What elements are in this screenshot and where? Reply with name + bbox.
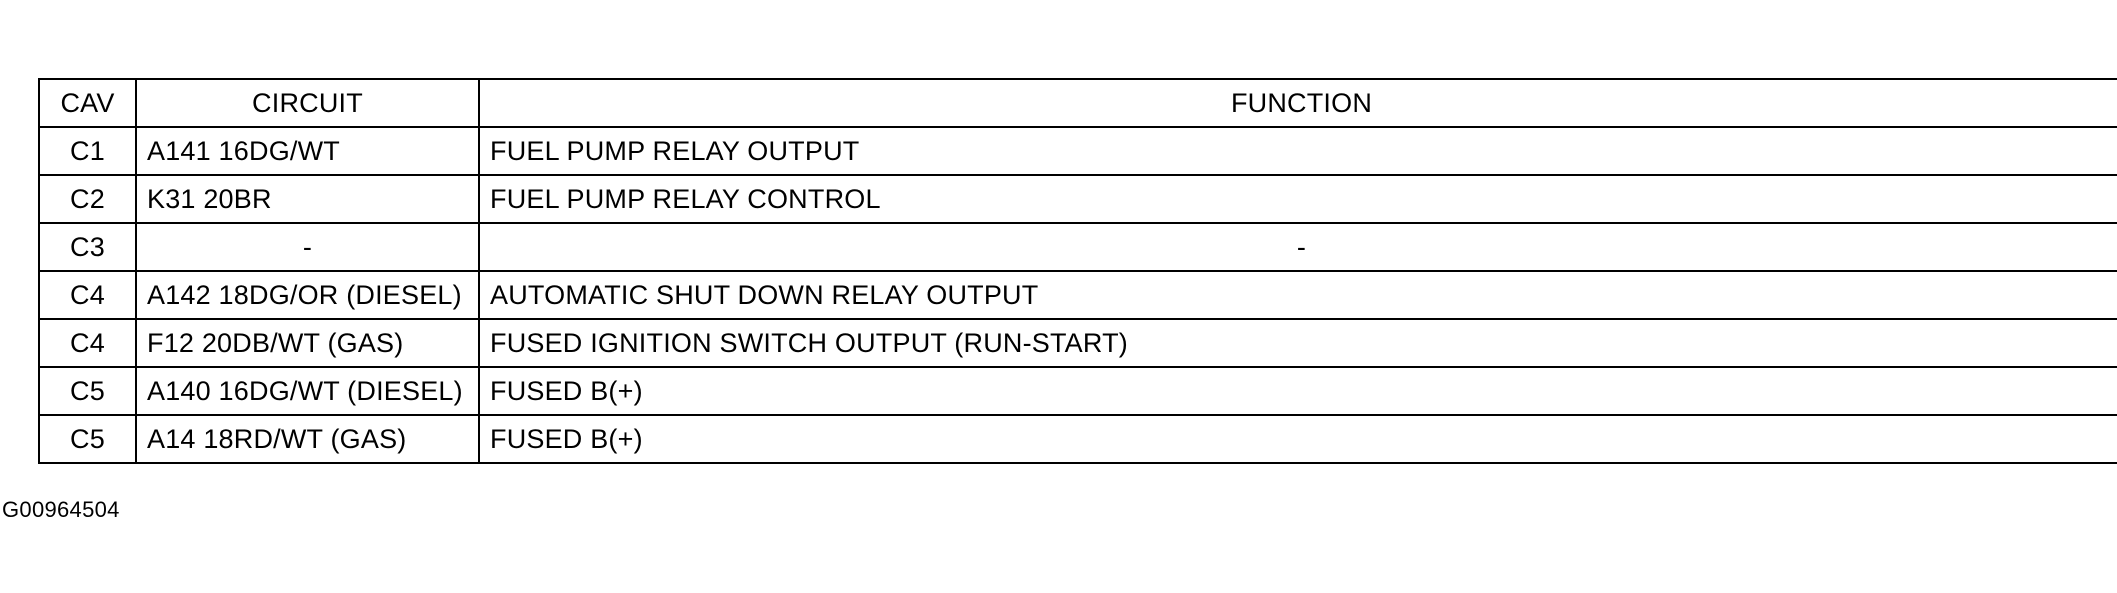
cell-cav: C2 <box>38 174 137 224</box>
cell-circuit: A142 18DG/OR (DIESEL) <box>135 270 480 320</box>
cell-circuit: A140 16DG/WT (DIESEL) <box>135 366 480 416</box>
cell-function: FUEL PUMP RELAY CONTROL <box>478 174 2117 224</box>
figure-code: G00964504 <box>2 497 120 522</box>
cell-circuit: A141 16DG/WT <box>135 126 480 176</box>
cell-function: FUSED IGNITION SWITCH OUTPUT (RUN-START) <box>478 318 2117 368</box>
cell-function: FUSED B(+) <box>478 366 2117 416</box>
cell-cav: C1 <box>38 126 137 176</box>
connector-pinout-table: CAV CIRCUIT FUNCTION C1 A141 16DG/WT FUE… <box>38 78 2117 464</box>
cell-cav: C5 <box>38 414 137 464</box>
cell-cav: C4 <box>38 270 137 320</box>
cell-cav: C3 <box>38 222 137 272</box>
table-row: C4 F12 20DB/WT (GAS) FUSED IGNITION SWIT… <box>38 318 2117 368</box>
cell-cav: C5 <box>38 366 137 416</box>
table-row: C5 A140 16DG/WT (DIESEL) FUSED B(+) <box>38 366 2117 416</box>
cell-function: - <box>478 222 2117 272</box>
cell-function: AUTOMATIC SHUT DOWN RELAY OUTPUT <box>478 270 2117 320</box>
table-row: C3 - - <box>38 222 2117 272</box>
cell-function: FUEL PUMP RELAY OUTPUT <box>478 126 2117 176</box>
header-cav: CAV <box>38 78 137 128</box>
table-row: C5 A14 18RD/WT (GAS) FUSED B(+) <box>38 414 2117 464</box>
table-row: C1 A141 16DG/WT FUEL PUMP RELAY OUTPUT <box>38 126 2117 176</box>
cell-circuit: - <box>135 222 480 272</box>
cell-circuit: F12 20DB/WT (GAS) <box>135 318 480 368</box>
cell-circuit: K31 20BR <box>135 174 480 224</box>
cell-circuit: A14 18RD/WT (GAS) <box>135 414 480 464</box>
cell-function: FUSED B(+) <box>478 414 2117 464</box>
header-row: CAV CIRCUIT FUNCTION <box>38 78 2117 128</box>
table-row: C2 K31 20BR FUEL PUMP RELAY CONTROL <box>38 174 2117 224</box>
header-function: FUNCTION <box>478 78 2117 128</box>
cell-cav: C4 <box>38 318 137 368</box>
table-row: C4 A142 18DG/OR (DIESEL) AUTOMATIC SHUT … <box>38 270 2117 320</box>
header-circuit: CIRCUIT <box>135 78 480 128</box>
